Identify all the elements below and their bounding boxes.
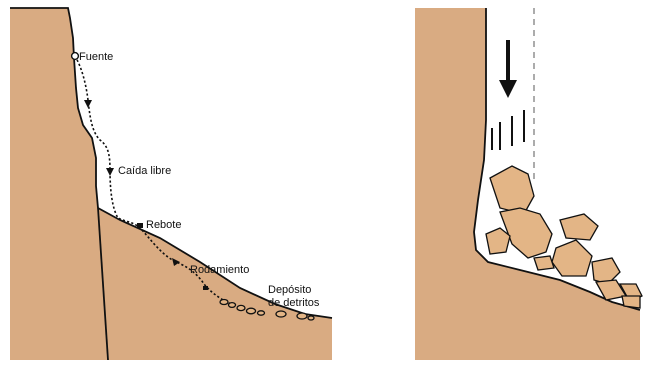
rolling-rock xyxy=(203,286,208,290)
source-marker xyxy=(72,53,79,60)
label-bounce: Rebote xyxy=(146,219,181,231)
down-arrow-icon xyxy=(499,40,517,98)
motion-streaks xyxy=(492,110,524,150)
label-debris-line2: de detritos xyxy=(268,297,320,309)
left-panel: Fuente Caída libre Rebote Rodamiento Dep… xyxy=(10,8,332,360)
label-free-fall: Caída libre xyxy=(118,165,171,177)
trajectory-arrow-2 xyxy=(106,168,114,176)
bounce-rock xyxy=(137,223,143,228)
label-debris-line1: Depósito xyxy=(268,284,311,296)
label-source: Fuente xyxy=(79,51,113,63)
label-rolling: Rodamiento xyxy=(190,264,249,276)
right-panel xyxy=(415,8,642,360)
trajectory-arrow-1 xyxy=(84,100,92,108)
